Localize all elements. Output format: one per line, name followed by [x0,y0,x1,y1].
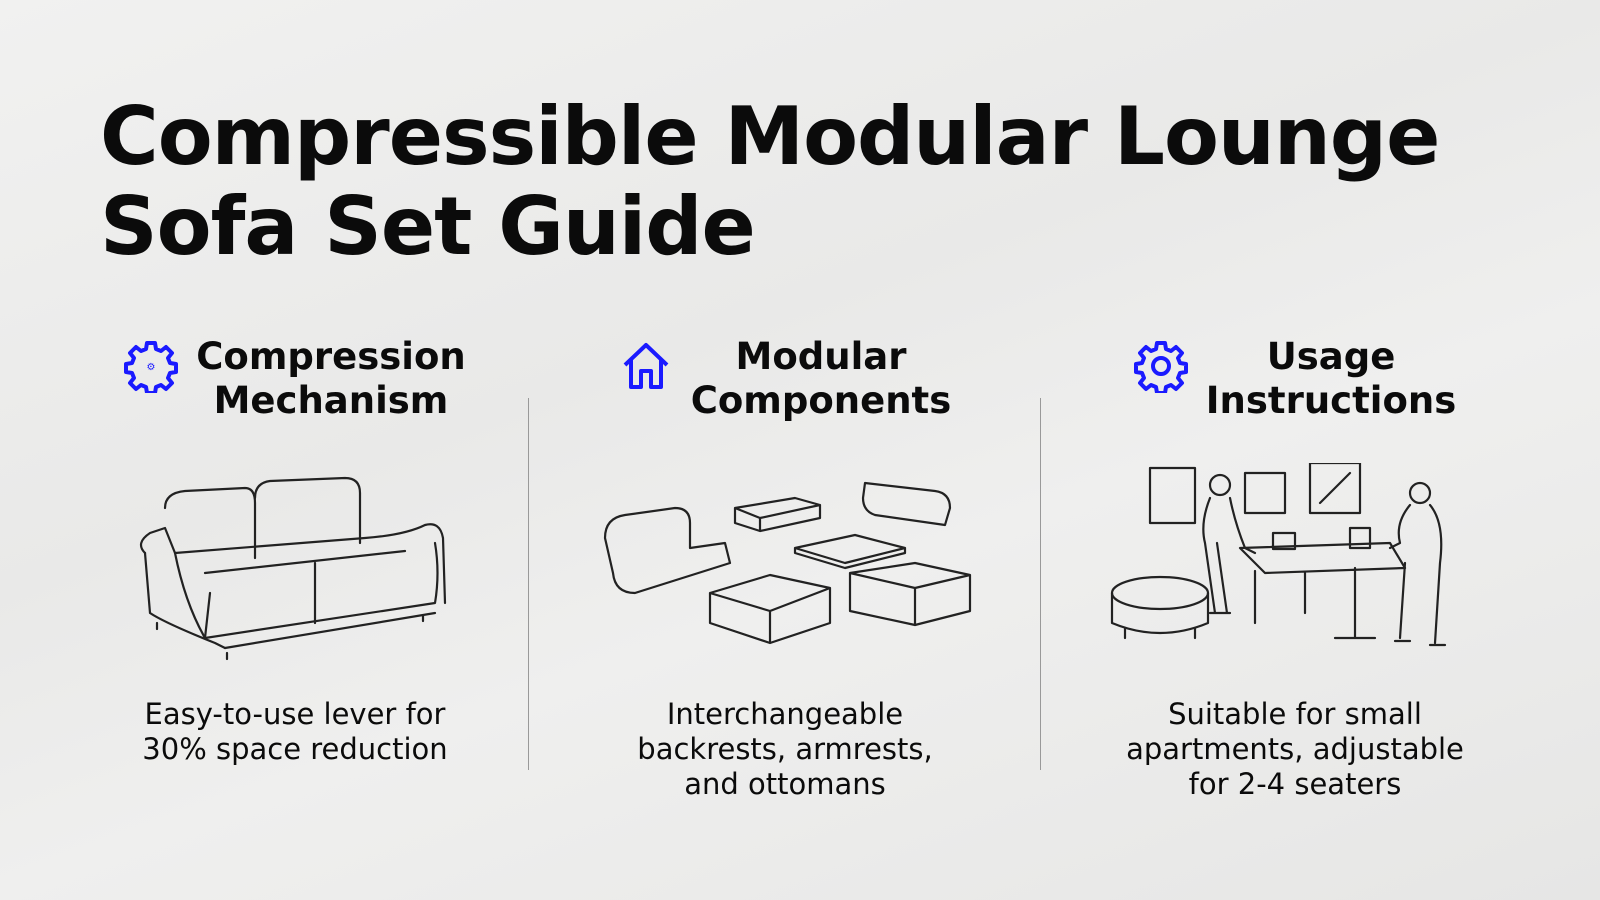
section-description: Easy-to-use lever for 30% space reductio… [142,697,448,766]
gear-icon: ⚙ [124,341,179,393]
sofa-illustration [139,476,447,661]
title-line-2: Sofa Set Guide [100,180,756,273]
page-title: Compressible Modular Lounge Sofa Set Gui… [100,90,1440,273]
svg-text:⚙: ⚙ [147,362,156,373]
modular-pieces-illustration [603,481,972,645]
gear-icon [1133,341,1188,393]
house-icon [623,343,669,389]
title-line-1: Compressible Modular Lounge [100,90,1440,183]
people-arranging-furniture-illustration [1110,463,1447,647]
section-description: Interchangeable backrests, armrests, and… [637,697,933,801]
section-description: Suitable for small apartments, adjustabl… [1126,697,1464,801]
column-divider [528,398,529,770]
column-divider [1040,398,1041,770]
